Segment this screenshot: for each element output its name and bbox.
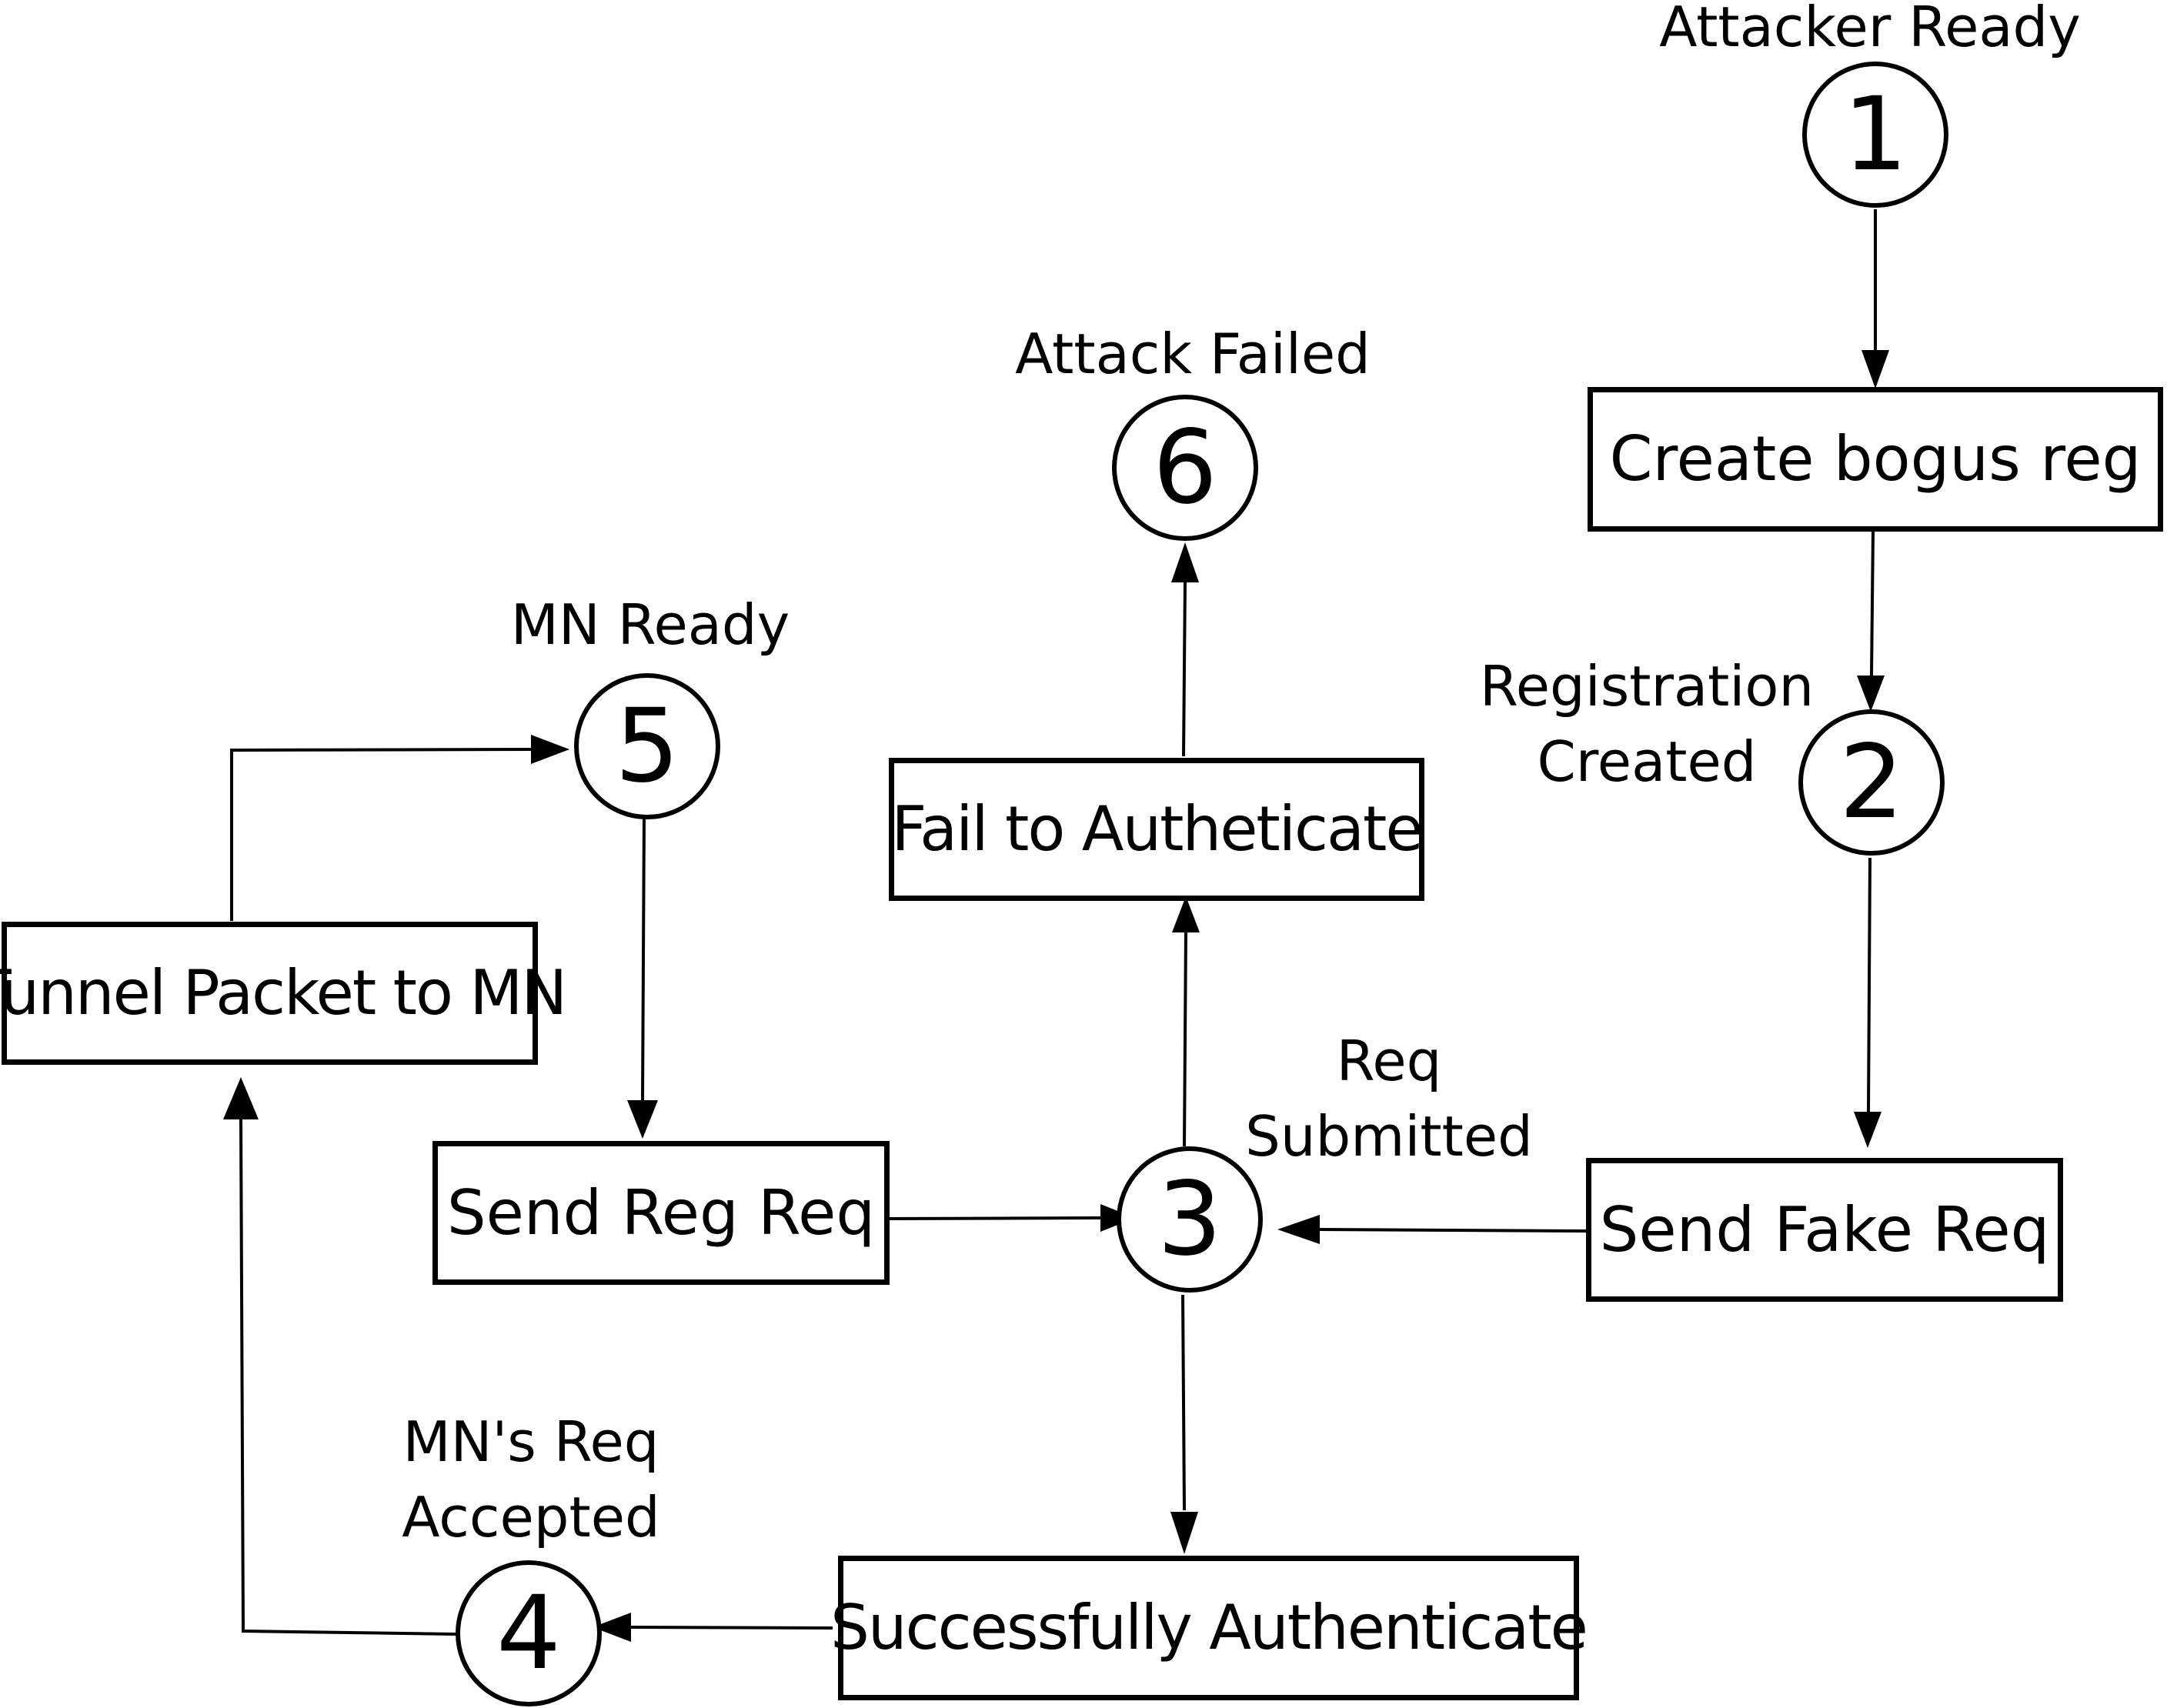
state-node-2: 2 — [1798, 709, 1945, 856]
arrow-3-to-fail — [1183, 930, 1187, 1147]
state-label-1: Attacker Ready — [1659, 0, 2081, 59]
state-label-4: MN's Req Accepted — [402, 1409, 660, 1550]
arrowhead-8 — [1170, 1512, 1198, 1554]
arrowhead-12 — [627, 1100, 658, 1139]
state-node-5: 5 — [574, 673, 720, 819]
arrow-3-to-success — [1181, 1294, 1186, 1511]
arrow-2-to-sendfake — [1867, 857, 1872, 1113]
arrowhead-9 — [593, 1613, 631, 1642]
state-label-5: MN Ready — [510, 592, 790, 657]
state-label-2: Registration Created — [1479, 654, 1815, 794]
arrowhead-11 — [531, 735, 569, 764]
arrow-5-to-sendreg — [641, 816, 646, 1101]
state-label-3: Req Submitted — [1245, 1029, 1533, 1169]
arrow-tunnel-to-5 — [230, 748, 532, 921]
state-node-3: 3 — [1117, 1146, 1263, 1293]
arrow-4-to-tunnel — [239, 1117, 456, 1636]
create-bogus-reg-box: Create bogus reg — [1588, 387, 2163, 532]
arrow-success-to-4 — [630, 1626, 833, 1630]
arrowhead-7 — [1171, 542, 1199, 582]
send-reg-req-box: Send Reg Req — [432, 1141, 890, 1285]
arrow-create-to-2 — [1870, 530, 1875, 676]
successfully-authenticate-box: Successfully Authenticate — [830, 1556, 1588, 1700]
arrowhead-2 — [1857, 676, 1885, 712]
arrow-sendreg-to-3 — [886, 1216, 1101, 1220]
arrow-fail-to-6 — [1182, 580, 1187, 757]
state-node-1: 1 — [1802, 62, 1948, 208]
arrowhead-4 — [1277, 1215, 1320, 1244]
fail-to-autheticate-box: Fail to Autheticate — [889, 758, 1424, 901]
state-node-6: 6 — [1112, 395, 1258, 541]
state-label-6: Attack Failed — [1015, 322, 1371, 386]
arrowhead-1 — [1861, 350, 1889, 389]
arrowhead-10 — [223, 1077, 259, 1119]
tunnel-packet-to-mn-box: Tunnel Packet to MN — [0, 922, 567, 1065]
state-node-4: 4 — [456, 1560, 602, 1706]
arrowhead-3 — [1854, 1112, 1882, 1148]
arrow-sendfake-to-3 — [1319, 1228, 1588, 1233]
arrowhead-6 — [1172, 896, 1200, 932]
send-fake-req-box: Send Fake Req — [1586, 1158, 2063, 1302]
